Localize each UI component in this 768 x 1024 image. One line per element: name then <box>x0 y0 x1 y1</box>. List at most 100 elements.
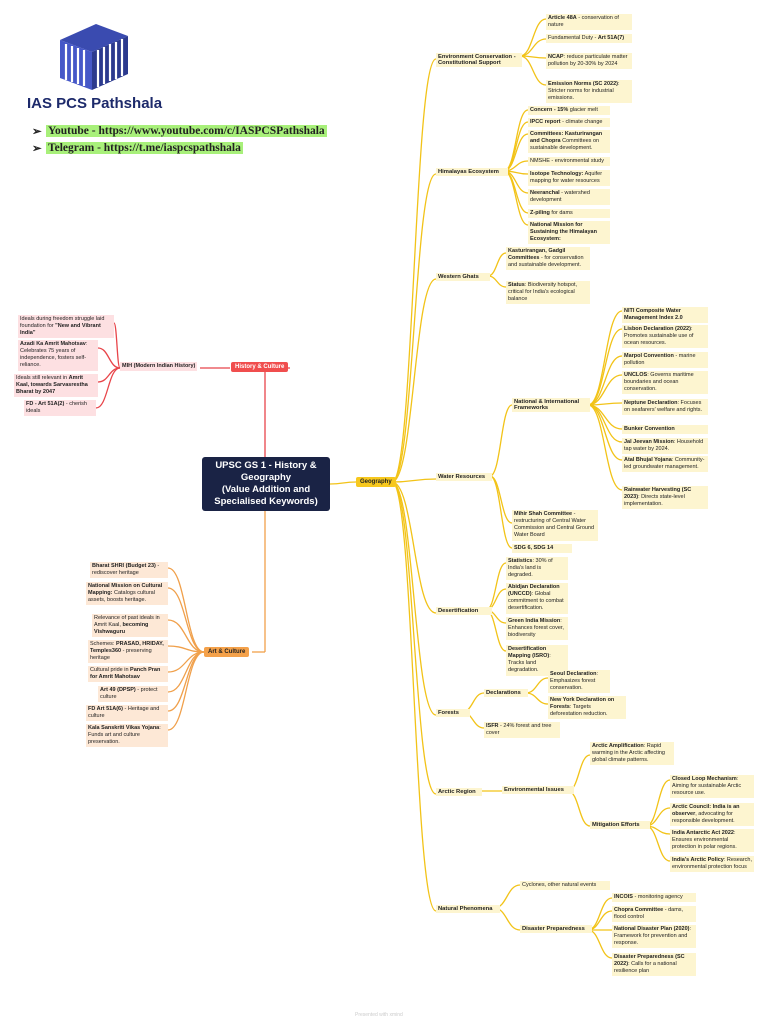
art-leaf[interactable]: Schemes: PRASAD, HRIDAY, Temples360 - pr… <box>88 640 168 664</box>
leaf-text: : Aiming for sustainable Arctic resource… <box>672 776 742 797</box>
connector-line <box>167 619 205 653</box>
leaf-text: : Directs state-level implementation. <box>624 494 685 508</box>
leaf-text: : Ensures environmental protection in po… <box>672 830 737 851</box>
geo-western-ghats[interactable]: Western Ghats <box>436 273 490 281</box>
geo-water-leaf[interactable]: Mihir Shah Committee - restructuring of … <box>512 510 598 541</box>
leaf-keyword: Green India Mission <box>508 618 561 624</box>
connector-line <box>391 173 437 483</box>
geo-ghats-leaf[interactable]: Kasturirangan, Gadgil Committees - for c… <box>506 247 590 271</box>
history-mih[interactable]: MIH (Modern Indian History) <box>120 362 198 372</box>
geo-disaster-leaf[interactable]: INCOIS - monitoring agency <box>612 893 696 903</box>
geo-disaster-leaf[interactable]: Disaster Preparedness (SC 2022): Calls f… <box>612 953 696 977</box>
leaf-text: : Focuses on seafarers' welfare and righ… <box>624 400 703 414</box>
geo-water-framework-leaf[interactable]: UNCLOS: Governs maritime boundaries and … <box>622 371 708 395</box>
geo-water-framework-leaf[interactable]: Neptune Declaration: Focuses on seafarer… <box>622 399 708 416</box>
geo-natural-phenomena[interactable]: Natural Phenomena <box>436 905 500 913</box>
geo-water-leaf[interactable]: SDG 6, SDG 14 <box>512 544 572 554</box>
art-leaf[interactable]: Kala Sanskriti Vikas Yojana: Funds art a… <box>86 724 168 748</box>
leaf-keyword: National Mission for Sustaining the Hima… <box>530 222 597 243</box>
geo-himalaya-leaf[interactable]: Neeranchal - watershed development <box>528 189 610 206</box>
connector-line <box>587 328 623 406</box>
geo-water-framework-leaf[interactable]: Jal Jeevan Mission: Household tap water … <box>622 438 708 455</box>
geo-water-framework-leaf[interactable]: NITI Composite Water Management Index 2.… <box>622 307 708 324</box>
geo-himalaya-leaf[interactable]: IPCC report - climate change <box>528 118 610 128</box>
leaf-text: - marine pollution <box>624 353 696 367</box>
leaf-text: : Celebrates 75 years of independence, f… <box>20 341 88 369</box>
geo-disaster-preparedness[interactable]: Disaster Preparedness <box>520 925 592 933</box>
art-leaf[interactable]: Bharat SHRI (Budget 23) - rediscover her… <box>90 562 168 579</box>
geo-arctic-mitigation-leaf[interactable]: India Antarctic Act 2022: Ensures enviro… <box>670 829 754 853</box>
geo-himalaya-leaf[interactable]: Concern - 15% glacier melt <box>528 106 610 116</box>
geo-water-framework-leaf[interactable]: Rainwater Harvesting (SC 2023): Directs … <box>622 486 708 510</box>
art-leaf[interactable]: Art 49 (DPSP) - protect culture <box>98 686 168 703</box>
art-leaf[interactable]: Relevance of past ideals in Amrit Kaal, … <box>92 614 168 638</box>
leaf-text: for dams <box>549 210 573 216</box>
geo-forest-declarations[interactable]: Declarations <box>484 689 528 697</box>
geo-desert-leaf[interactable]: Green India Mission: Enhances forest cov… <box>506 617 568 641</box>
geo-water-framework-leaf[interactable]: Marpol Convention - marine pollution <box>622 352 708 369</box>
geo-himalaya-leaf[interactable]: Z-piling for dams <box>528 209 610 219</box>
geo-desertification[interactable]: Desertification <box>436 607 492 615</box>
geo-water-frameworks[interactable]: National & International Frameworks <box>512 398 590 412</box>
youtube-link[interactable]: Youtube - https://www.youtube.com/c/IASP… <box>46 125 327 137</box>
geo-arctic-mitigation-leaf[interactable]: Closed Loop Mechanism: Aiming for sustai… <box>670 775 754 799</box>
leaf-keyword: Z-piling <box>530 210 550 216</box>
center-line: Geography <box>240 472 292 484</box>
connector-line <box>567 790 591 827</box>
art-leaf[interactable]: FD Art 51A(6) - Heritage and culture <box>86 705 168 722</box>
geo-env-leaf[interactable]: Article 48A - conservation of nature <box>546 14 632 31</box>
leaf-keyword: Atal Bhujal Yojana <box>624 457 672 463</box>
geo-disaster-leaf[interactable]: Chopra Committee - dams, flood control <box>612 906 696 923</box>
geo-disaster-leaf[interactable]: National Disaster Plan (2020): Framework… <box>612 925 696 949</box>
geo-arctic-mitigation[interactable]: Mitigation Efforts <box>590 821 650 829</box>
geo-himalaya-leaf[interactable]: NMSHE - environmental study <box>528 157 610 167</box>
geo-arctic-mitigation-leaf[interactable]: India's Arctic Policy: Research, environ… <box>670 856 754 873</box>
geo-env-leaf[interactable]: NCAP: reduce particulate matter pollutio… <box>546 53 632 70</box>
geo-water-framework-leaf[interactable]: Atal Bhujal Yojana: Community-led ground… <box>622 456 708 473</box>
art-leaf[interactable]: Cultural pride in Panch Pran for Amrit M… <box>88 666 168 683</box>
geo-ghats-leaf[interactable]: Status: Biodiversity hotspot, critical f… <box>506 281 590 305</box>
center-line: UPSC GS 1 - History & <box>215 460 317 472</box>
leaf-text: - watershed development <box>530 190 590 204</box>
geo-himalaya-leaf[interactable]: Committees: Kasturirangan and Chopra Com… <box>528 130 610 154</box>
geo-env-leaf[interactable]: Emission Norms (SC 2022): Stricter norms… <box>546 80 632 104</box>
youtube-link-row[interactable]: ➢Youtube - https://www.youtube.com/c/IAS… <box>32 124 327 138</box>
geo-himalayas[interactable]: Himalayas Ecosystem <box>436 168 508 176</box>
central-topic[interactable]: UPSC GS 1 - History &Geography(Value Add… <box>202 457 330 511</box>
geo-forests[interactable]: Forests <box>436 709 470 717</box>
geo-natural-cyclones[interactable]: Cyclones, other natural events <box>520 881 610 891</box>
geo-desert-leaf[interactable]: Abidjan Declaration (UNCCD): Global comm… <box>506 583 568 614</box>
geo-forest-declaration-leaf[interactable]: New York Declaration on Forests: Targets… <box>548 696 626 720</box>
branch-geography[interactable]: Geography <box>356 477 396 487</box>
geo-env-conservation[interactable]: Environment Conservation - Constitutiona… <box>436 53 522 67</box>
geo-himalaya-leaf[interactable]: Isotope Technology: Aquifer mapping for … <box>528 170 610 187</box>
geo-water-framework-leaf[interactable]: Lisbon Declaration (2022): Promotes sust… <box>622 325 708 349</box>
geo-arctic-amplification[interactable]: Arctic Amplification: Rapid warming in t… <box>590 742 674 766</box>
geo-forest-isfr[interactable]: ISFR - 24% forest and tree cover <box>484 722 560 739</box>
geo-water-framework-leaf[interactable]: Bunker Convention <box>622 425 708 435</box>
geo-arctic[interactable]: Arctic Region <box>436 788 482 796</box>
telegram-link[interactable]: Telegram - https://t.me/iaspcspathshala <box>46 142 243 154</box>
leaf-text: : Calls for a national resilience plan <box>614 961 677 975</box>
leaf-keyword: Mihir Shah Committee <box>514 511 573 517</box>
geo-desert-leaf[interactable]: Statistics: 30% of India's land is degra… <box>506 557 568 581</box>
history-leaf[interactable]: Ideals during freedom struggle laid foun… <box>18 315 114 339</box>
geo-arctic-mitigation-leaf[interactable]: Arctic Council: India is an observer, ad… <box>670 803 754 827</box>
leaf-keyword: PRASAD, HRIDAY, Temples360 <box>90 641 164 655</box>
leaf-keyword: Azadi Ka Amrit Mahotsav <box>20 341 86 347</box>
connector-line <box>587 404 623 443</box>
leaf-text: : Household tap water by 2024. <box>624 439 704 453</box>
geo-arctic-env-issues[interactable]: Environmental Issues <box>502 786 574 794</box>
geo-forest-declaration-leaf[interactable]: Seoul Declaration: Emphasizes forest con… <box>548 670 610 694</box>
geo-water-resources[interactable]: Water Resources <box>436 473 492 481</box>
leaf-keyword: Isotope Technology: <box>530 171 584 177</box>
telegram-link-row[interactable]: ➢Telegram - https://t.me/iaspcspathshala <box>32 141 327 155</box>
branch-art-culture[interactable]: Art & Culture <box>204 647 250 657</box>
history-leaf[interactable]: FD - Art 51A(2) - cherish ideals <box>24 400 96 417</box>
art-leaf[interactable]: National Mission on Cultural Mapping: Ca… <box>86 582 168 606</box>
branch-history-culture[interactable]: History & Culture <box>231 362 289 372</box>
history-leaf[interactable]: Azadi Ka Amrit Mahotsav: Celebrates 75 y… <box>18 340 98 371</box>
geo-env-leaf[interactable]: Fundamental Duty - Art 51A(7) <box>546 34 632 44</box>
geo-himalaya-leaf[interactable]: National Mission for Sustaining the Hima… <box>528 221 610 245</box>
history-leaf[interactable]: Ideals still relevant in Amrit Kaal, tow… <box>14 374 98 398</box>
